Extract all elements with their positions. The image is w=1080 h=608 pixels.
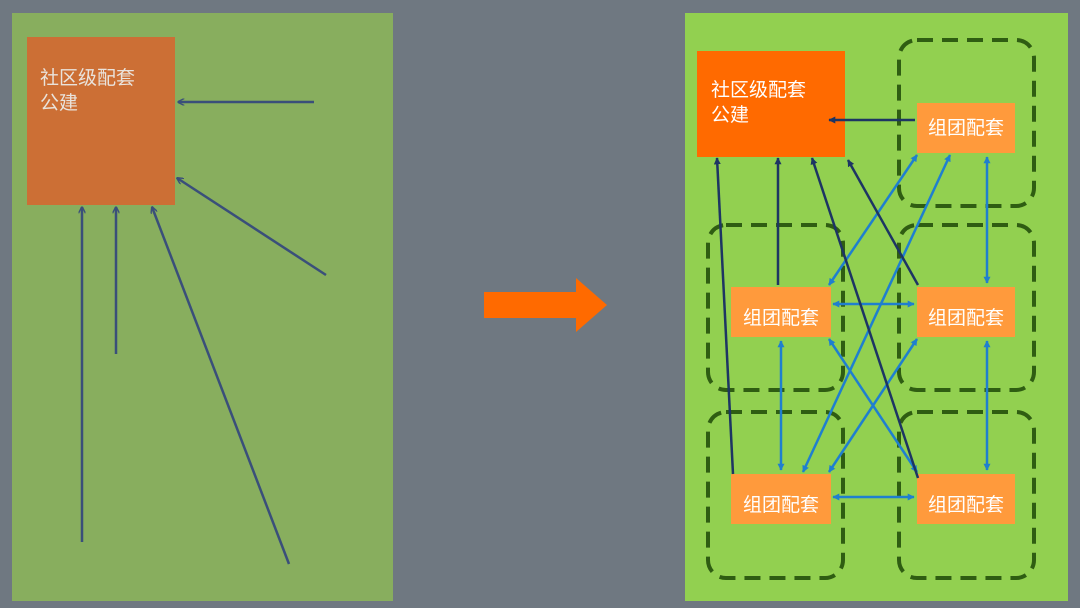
left-arrow-from-right-diagonal — [177, 178, 327, 277]
right-community-box — [697, 51, 845, 157]
cluster-box-top-right — [917, 103, 1015, 153]
left-community-box — [27, 37, 175, 205]
dark-arrow-mr-to-main — [846, 159, 920, 286]
transition-arrow — [484, 278, 607, 332]
cluster-zone-bot-left — [706, 410, 845, 580]
cluster-box-bot-left — [731, 474, 831, 524]
cluster-zone-mid-left — [706, 223, 845, 392]
blue-arrow-ml-br — [827, 338, 919, 473]
dark-arrow-bl-to-main — [713, 157, 735, 475]
dark-arrow-br-to-main — [810, 157, 920, 479]
cluster-zone-top-right — [897, 38, 1036, 208]
cluster-box-mid-right — [917, 287, 1015, 337]
blue-arrow-tr-bl — [801, 154, 952, 473]
cluster-box-mid-left — [731, 287, 831, 337]
cluster-box-bot-right — [917, 474, 1015, 524]
left-arrow-from-bottom-3 — [152, 207, 291, 565]
